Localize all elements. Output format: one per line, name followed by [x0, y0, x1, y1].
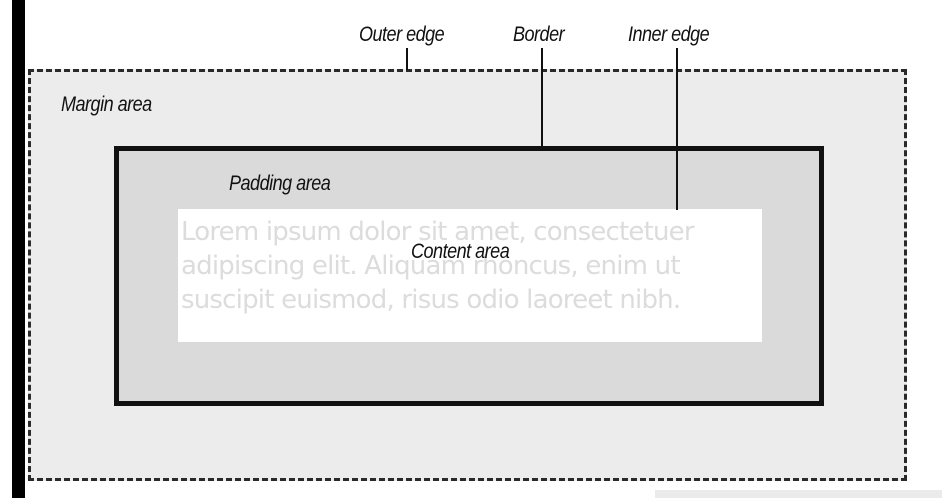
border-leader: [541, 48, 543, 148]
margin-area-label: Margin area: [61, 93, 152, 116]
page-corner-shade: [655, 490, 942, 498]
inner-edge-leader: [676, 48, 678, 210]
content-area-label: Content area: [411, 240, 510, 263]
inner-edge-label: Inner edge: [628, 23, 710, 46]
padding-area-label: Padding area: [229, 172, 331, 195]
left-edge-bar: [12, 0, 25, 498]
content-placeholder-text: Lorem ipsum dolor sit amet, consectetuer…: [181, 217, 695, 315]
outer-edge-label: Outer edge: [359, 23, 445, 46]
content-area-box: [178, 209, 762, 342]
outer-edge-leader: [406, 48, 408, 70]
border-label: Border: [513, 23, 565, 46]
